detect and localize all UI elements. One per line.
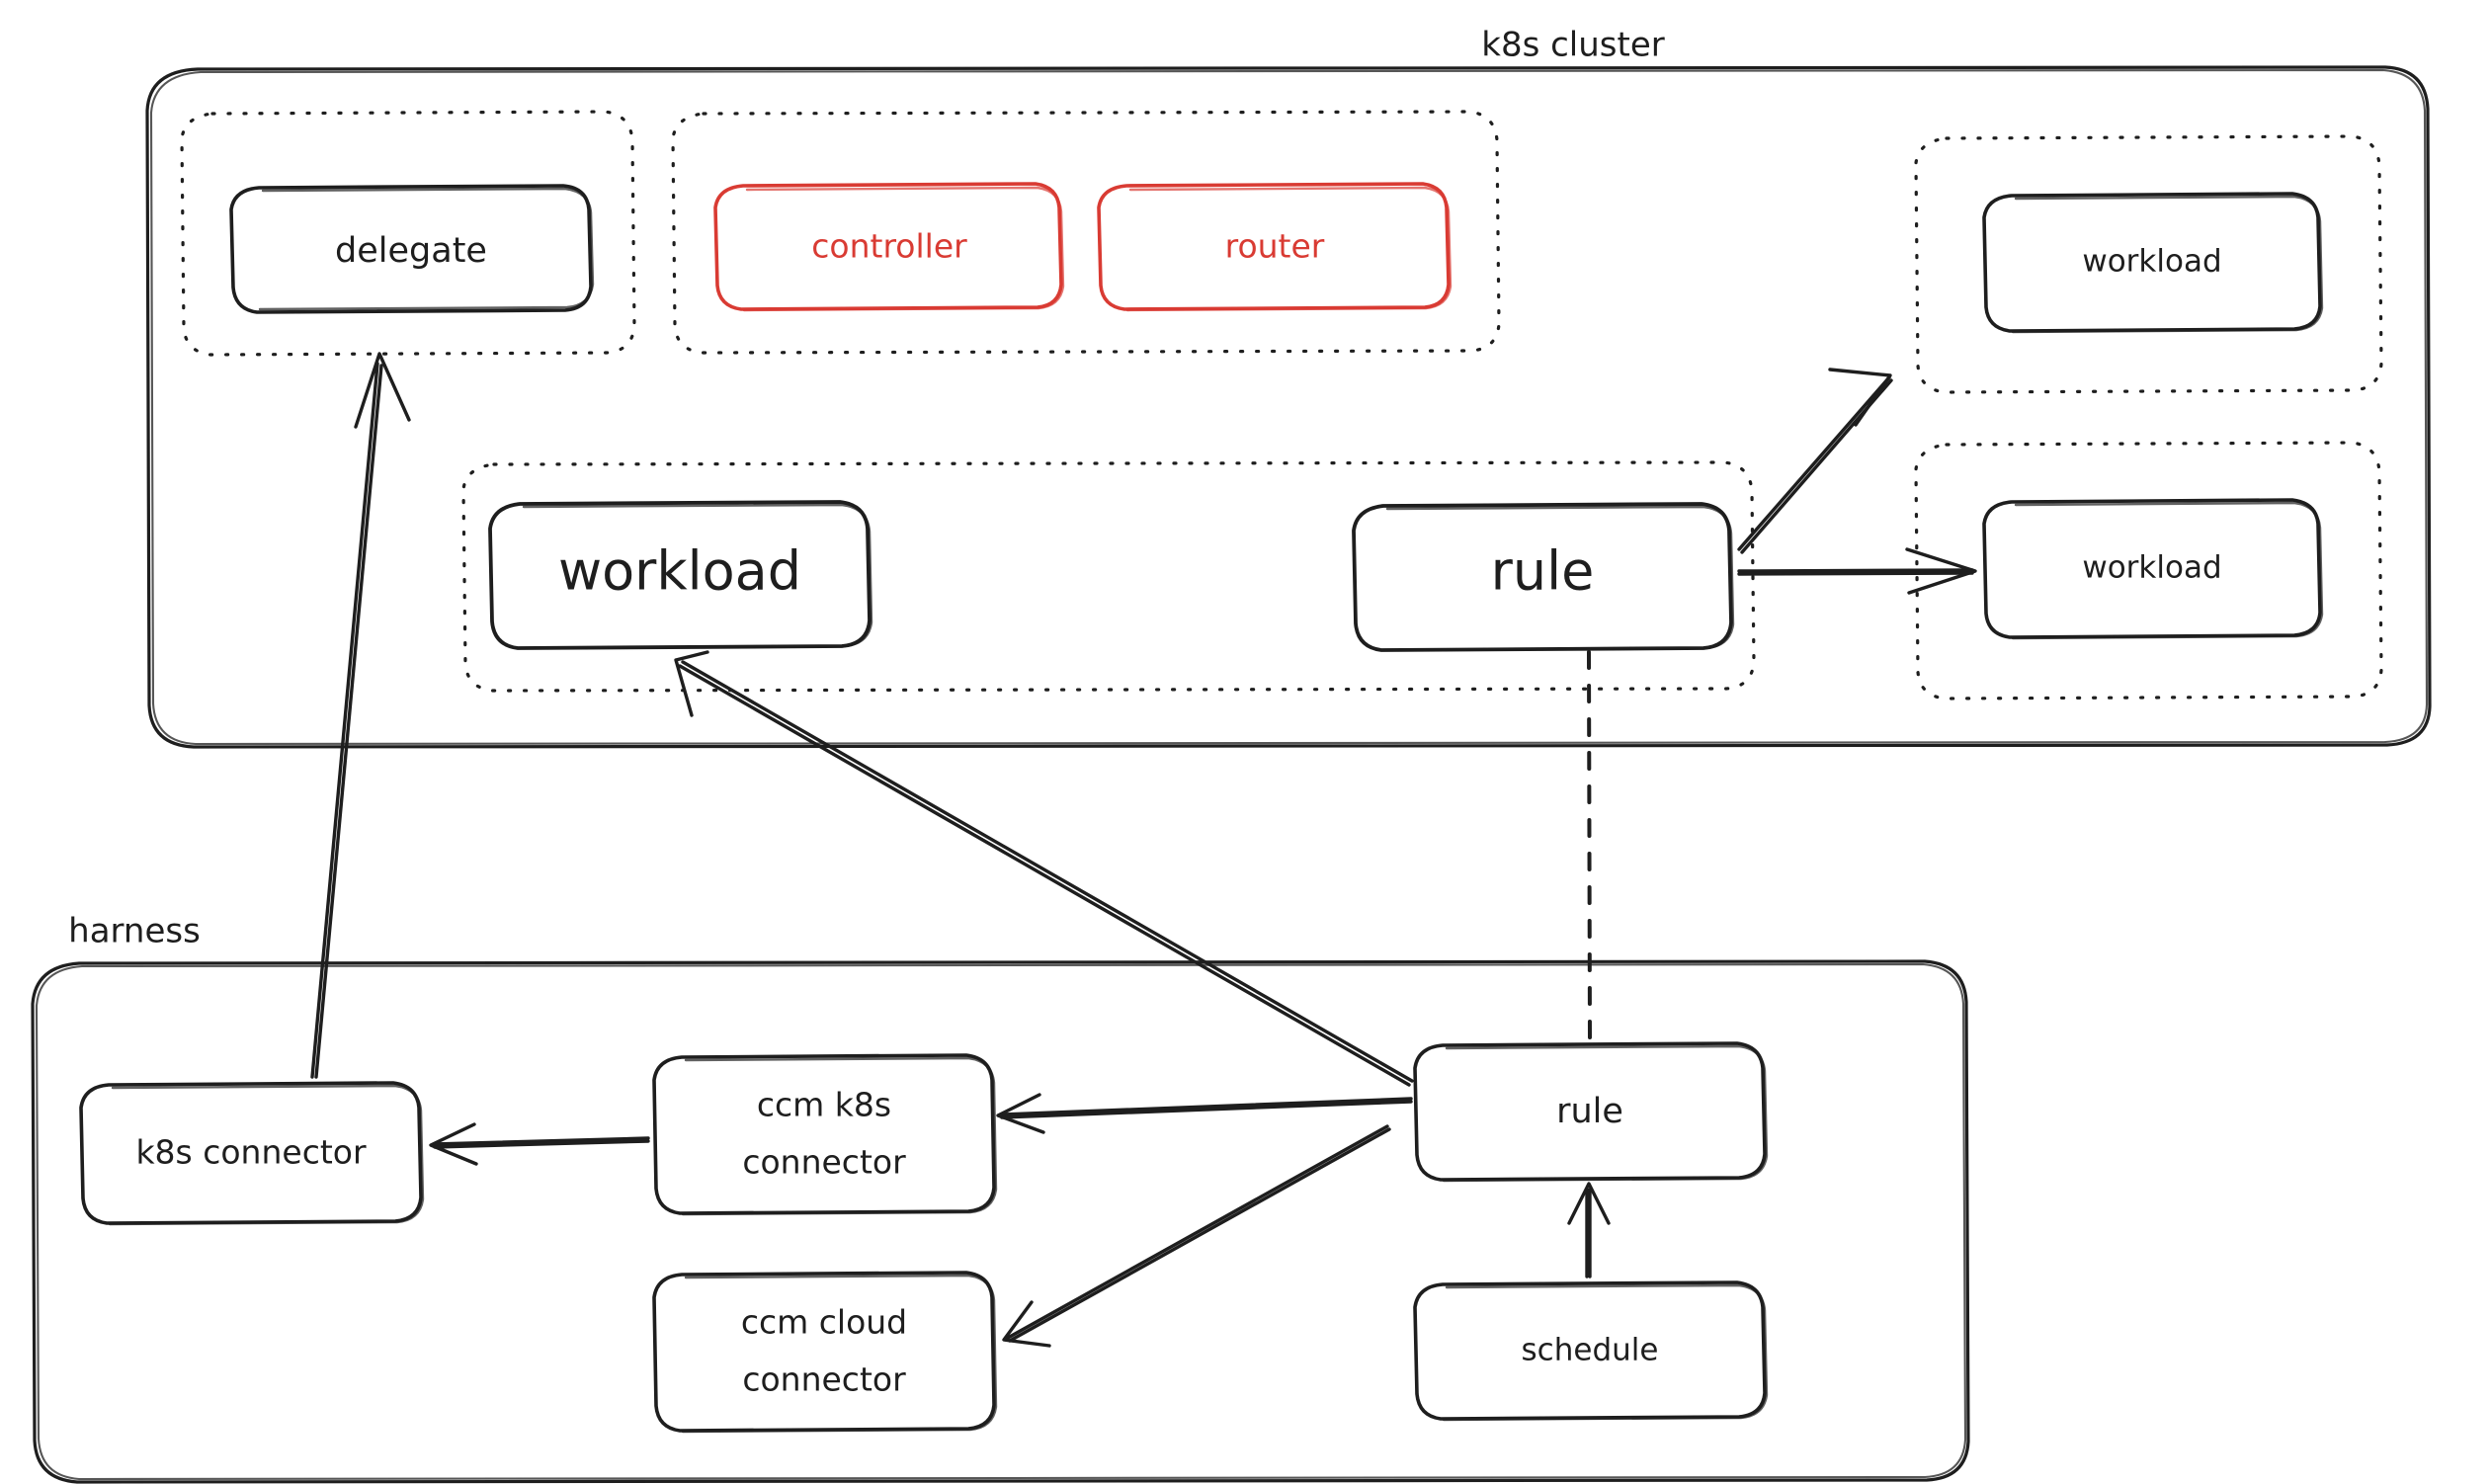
node-rule-harness[interactable]: rule (1413, 1041, 1769, 1183)
harness-label: harness (68, 912, 201, 951)
node-ccm-cloud-connector-label-line2: connector (742, 1360, 906, 1399)
node-workload-bottom-right[interactable]: workload (1982, 498, 2324, 640)
subgroup-workload-rule-namespace (461, 460, 1756, 693)
edge-rule-to-ccm-cloud-connector (1002, 1124, 1391, 1348)
edge-ccm-k8s-to-k8s-connector (429, 1122, 650, 1166)
edge-k8s-connector-to-delegate (310, 352, 411, 1079)
node-controller[interactable]: controller (713, 182, 1065, 312)
edge-rule-to-workload-top (1737, 368, 1893, 554)
node-schedule-label: schedule (1522, 1333, 1659, 1368)
edge-rule-to-workload-bottom (1737, 547, 1977, 595)
edge-rule-harness-to-workload-mid (674, 650, 1414, 1087)
node-router-label: router (1225, 227, 1325, 266)
node-k8s-connector[interactable]: k8s connector (79, 1081, 425, 1226)
node-ccm-k8s-connector-label-line2: connector (742, 1143, 906, 1182)
node-ccm-cloud-connector-label-line1: ccm cloud (741, 1303, 907, 1342)
node-ccm-k8s-connector-label-line1: ccm k8s (757, 1086, 891, 1124)
subgroup-delegate-namespace (180, 110, 636, 357)
node-rule-harness-label: rule (1556, 1092, 1623, 1131)
node-workload-top-right-label: workload (2082, 244, 2221, 280)
edge-rule-cluster-to-rule-harness (1587, 650, 1592, 1042)
node-workload-bottom-right-label: workload (2082, 550, 2221, 586)
node-k8s-connector-label: k8s connector (135, 1133, 367, 1172)
node-workload-mid-label: workload (558, 540, 801, 603)
node-workload-mid[interactable]: workload (488, 500, 873, 650)
node-delegate-label: delegate (335, 231, 487, 271)
group-k8s-cluster (145, 65, 2432, 749)
edge-schedule-to-rule (1567, 1182, 1611, 1278)
node-schedule[interactable]: schedule (1413, 1280, 1769, 1422)
node-controller-label: controller (811, 227, 967, 266)
node-rule-cluster[interactable]: rule (1352, 502, 1735, 652)
edge-rule-to-ccm-k8s-connector (996, 1093, 1413, 1134)
group-harness (31, 959, 1970, 1484)
node-router[interactable]: router (1097, 182, 1453, 312)
node-delegate[interactable]: delegate (229, 184, 595, 314)
k8s-cluster-label: k8s cluster (1481, 26, 1664, 65)
node-rule-cluster-label: rule (1491, 540, 1595, 603)
node-ccm-k8s-connector[interactable]: ccm k8s connector (652, 1053, 998, 1216)
node-workload-top-right[interactable]: workload (1982, 192, 2324, 334)
node-ccm-cloud-connector[interactable]: ccm cloud connector (652, 1271, 998, 1434)
